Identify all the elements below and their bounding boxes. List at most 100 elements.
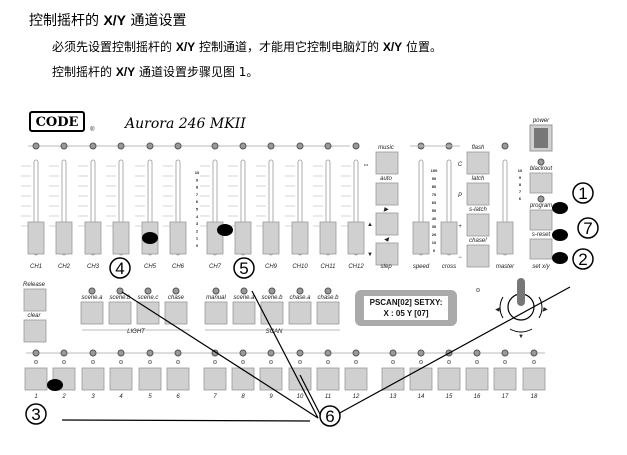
- label-scan-group: SCAN: [266, 329, 283, 335]
- channel-led: [146, 142, 154, 150]
- bank-button-10[interactable]: [288, 367, 312, 391]
- s-latch-button[interactable]: [466, 213, 490, 237]
- scan-button-scene-b[interactable]: [260, 301, 284, 325]
- master-scale-number: 9: [519, 175, 522, 180]
- callout-circle: [572, 182, 594, 204]
- label-blackout: blackout: [530, 166, 553, 172]
- power-switch[interactable]: [534, 128, 548, 148]
- bank-button-3[interactable]: [81, 367, 105, 391]
- callout-arrow-line: [299, 374, 323, 419]
- bank-button-4[interactable]: [109, 367, 133, 391]
- music-button[interactable]: [375, 151, 399, 175]
- scan-button-manual[interactable]: [204, 301, 228, 325]
- label-master: master: [496, 264, 515, 270]
- bank-label-10: 10: [297, 394, 304, 400]
- light-led: [88, 287, 96, 295]
- bottom-small-led: [503, 360, 507, 364]
- channel-label-ch2: CH2: [58, 264, 71, 270]
- scan-button-chase-a[interactable]: [288, 301, 312, 325]
- bank-button-9[interactable]: [259, 367, 283, 391]
- fader-knob-ch4[interactable]: [112, 221, 130, 255]
- mark-2: +: [458, 224, 462, 230]
- bank-button-6[interactable]: [166, 367, 190, 391]
- bank-button-8[interactable]: [231, 367, 255, 391]
- bank-button-5[interactable]: [138, 367, 162, 391]
- label-scan-0: manual: [206, 295, 226, 301]
- step-back-button[interactable]: [375, 242, 399, 266]
- paragraph-1: 必须先设置控制摇杆的 X/Y 控制通道，才能用它控制电脑灯的 X/Y 位置。: [52, 40, 442, 54]
- lcd-screen: [364, 296, 448, 320]
- bottom-small-led: [119, 360, 123, 364]
- pointing-hand-icon: [552, 229, 568, 241]
- bottom-small-led: [62, 360, 66, 364]
- bank-button-7[interactable]: [203, 367, 227, 391]
- bank-button-12[interactable]: [344, 367, 368, 391]
- flash-button[interactable]: [466, 151, 490, 175]
- bottom-led: [296, 349, 304, 357]
- scan-button-chase-b[interactable]: [316, 301, 340, 325]
- fader-knob-ch3[interactable]: [84, 221, 102, 255]
- channel-label-ch11: CH11: [321, 264, 336, 270]
- scan-led: [324, 287, 332, 295]
- fader-knob-ch12[interactable]: [347, 221, 365, 255]
- channel-label-ch7: CH7: [209, 264, 222, 270]
- bank-button-1[interactable]: [24, 367, 48, 391]
- light-button-chase[interactable]: [164, 301, 188, 325]
- bank-button-18[interactable]: [522, 367, 546, 391]
- pointing-hand-icon: [142, 232, 158, 244]
- fader-scale-number: 0: [196, 243, 199, 248]
- label-set-xy: set x/y: [532, 264, 550, 270]
- bottom-led: [174, 349, 182, 357]
- latch-button[interactable]: [466, 182, 490, 206]
- scan-button-scene-a[interactable]: [232, 301, 256, 325]
- step-forward-button[interactable]: [375, 212, 399, 236]
- s-reset-button[interactable]: [529, 238, 553, 260]
- fader-knob-ch1[interactable]: [27, 221, 45, 255]
- label-step: step: [380, 264, 392, 270]
- bank-button-17[interactable]: [493, 367, 517, 391]
- mark-3: −: [458, 255, 462, 261]
- light-button-scene-c[interactable]: [136, 301, 160, 325]
- master-scale-number: 8: [519, 182, 522, 187]
- light-button-scene-a[interactable]: [80, 301, 104, 325]
- speed-fader-knob[interactable]: [412, 221, 430, 255]
- label-scan-4: chase.b: [317, 295, 339, 301]
- fader-knob-ch8[interactable]: [234, 221, 252, 255]
- speed-scale-number: 0: [433, 248, 436, 253]
- speed-scale-number: 50: [432, 208, 437, 213]
- label-speed: speed: [413, 264, 430, 270]
- bank-button-15[interactable]: [437, 367, 461, 391]
- channel-label-ch12: CH12: [348, 264, 364, 270]
- code-logo-frame: [29, 111, 85, 132]
- bottom-small-led: [213, 360, 217, 364]
- fader-knob-ch9[interactable]: [262, 221, 280, 255]
- fader-knob-ch10[interactable]: [291, 221, 309, 255]
- bank-label-14: 14: [418, 394, 425, 400]
- channel-label-ch1: CH1: [30, 264, 42, 270]
- chase-button[interactable]: [466, 244, 490, 268]
- bottom-led: [389, 349, 397, 357]
- bank-button-16[interactable]: [465, 367, 489, 391]
- cross-fader-knob[interactable]: [440, 221, 458, 255]
- bank-button-13[interactable]: [381, 367, 405, 391]
- program-button[interactable]: [529, 209, 553, 231]
- fader-knob-ch6[interactable]: [169, 221, 187, 255]
- bank-label-18: 18: [531, 394, 538, 400]
- joystick-handle[interactable]: [517, 278, 525, 306]
- channel-led: [352, 142, 360, 150]
- blackout-button[interactable]: [529, 172, 553, 194]
- callout-number-2: 2: [578, 250, 587, 269]
- fader-knob-ch2[interactable]: [55, 221, 73, 255]
- bank-button-11[interactable]: [316, 367, 340, 391]
- callout-circle: [577, 217, 599, 239]
- callout-circle: [319, 405, 341, 427]
- master-fader-knob[interactable]: [496, 221, 514, 255]
- light-button-scene-b[interactable]: [108, 301, 132, 325]
- clear-button[interactable]: [23, 319, 47, 343]
- scan-led: [240, 287, 248, 295]
- auto-button[interactable]: [375, 182, 399, 206]
- bank-button-14[interactable]: [409, 367, 433, 391]
- release-button[interactable]: [23, 288, 47, 312]
- fader-knob-ch11[interactable]: [319, 221, 337, 255]
